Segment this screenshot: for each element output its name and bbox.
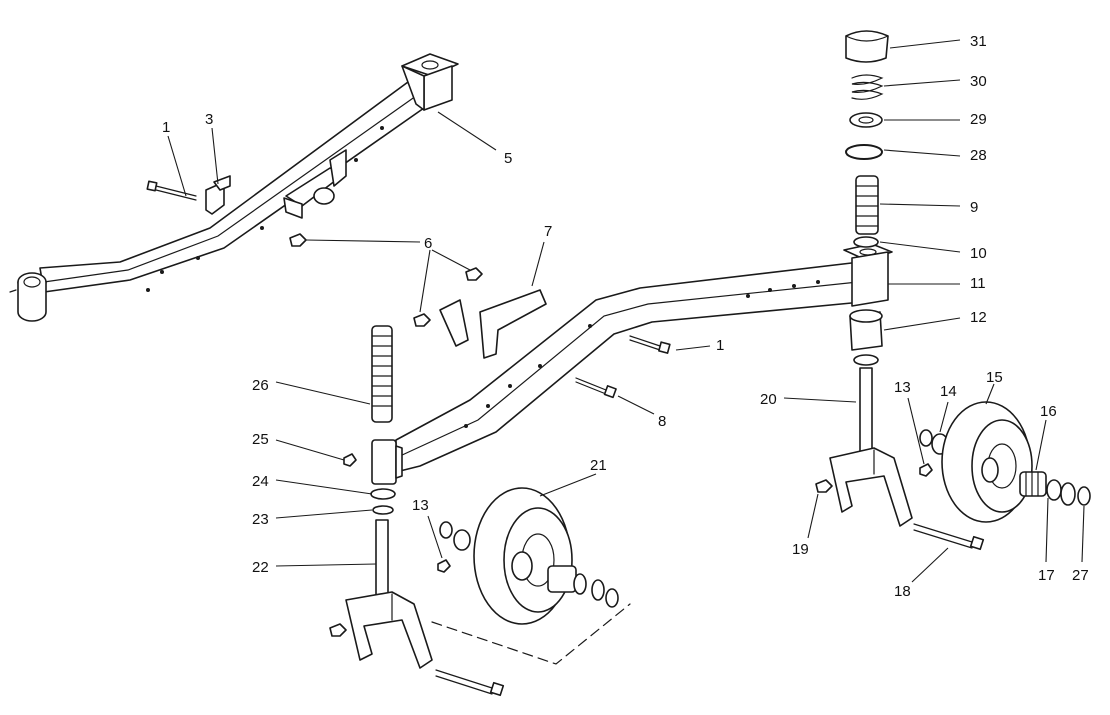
callout-23: 23 — [252, 511, 269, 528]
left-assembly-dashline — [431, 603, 631, 665]
callout-13-left: 13 — [412, 497, 429, 514]
callout-14: 14 — [940, 383, 957, 400]
front-tube-holes — [464, 280, 820, 428]
callout-11: 11 — [970, 275, 986, 292]
left-wheel-hub-parts — [439, 521, 619, 608]
washer-part-24 — [370, 488, 396, 500]
right-wheel-15 — [941, 401, 1033, 523]
callout-27: 27 — [1072, 567, 1089, 584]
callout-8: 8 — [658, 413, 666, 430]
caster-block-11 — [843, 243, 893, 307]
callout-19: 19 — [792, 541, 809, 558]
bolt-part-1-upper — [146, 180, 197, 201]
callout-20: 20 — [760, 391, 777, 408]
spacer-part-17 — [1046, 479, 1062, 501]
callout-28: 28 — [970, 147, 987, 164]
callout-18: 18 — [894, 583, 911, 600]
spacer-stack-9 — [855, 175, 879, 235]
snap-ring-28 — [845, 144, 883, 160]
nut-part-6-left — [413, 313, 431, 327]
callout-26: 26 — [252, 377, 269, 394]
callout-1-upper: 1 — [162, 119, 170, 136]
callout-24: 24 — [252, 473, 269, 490]
callout-21: 21 — [590, 457, 607, 474]
callout-labels: 1 3 5 6 7 1 8 31 30 29 28 9 10 11 12 20 … — [162, 33, 1089, 600]
nut-part-6-right — [465, 267, 483, 281]
pivot-bracket-box — [401, 53, 459, 111]
callout-22: 22 — [252, 559, 269, 576]
nut-part-6-upper — [289, 233, 307, 247]
plate-bracket-7 — [439, 289, 547, 359]
callout-1-lower: 1 — [716, 337, 724, 354]
fitting-part-25 — [343, 453, 357, 467]
left-wheel-21 — [473, 487, 573, 625]
callout-7: 7 — [544, 223, 552, 240]
left-caster-fork — [345, 591, 433, 669]
bracket-part-3 — [205, 175, 231, 215]
washer-part-10 — [853, 236, 879, 248]
callout-12: 12 — [970, 309, 987, 326]
left-axle-bolt — [435, 669, 505, 697]
leader-lines — [167, 39, 1085, 583]
right-caster-fork — [829, 447, 913, 527]
callout-29: 29 — [970, 111, 987, 128]
left-caster-sleeve — [371, 439, 403, 485]
left-spacer-stack-26 — [371, 325, 393, 423]
nut-part-19 — [815, 479, 833, 493]
callout-6: 6 — [424, 235, 432, 252]
caster-shaft-20 — [859, 367, 873, 453]
grease-fitting-13-left — [437, 559, 451, 573]
front-frame-tube — [395, 261, 863, 473]
callout-13-right: 13 — [894, 379, 911, 396]
washer-part-23 — [372, 505, 394, 515]
tube-holes — [146, 126, 384, 292]
seal-part-27a — [1060, 482, 1076, 506]
left-fork-nut — [329, 623, 347, 637]
bushing-part-12 — [849, 309, 883, 366]
spring-part-30 — [851, 74, 884, 100]
callout-25: 25 — [252, 431, 269, 448]
bolt-part-1-lower — [629, 335, 671, 354]
callout-15: 15 — [986, 369, 1003, 386]
callout-16: 16 — [1040, 403, 1057, 420]
callout-9: 9 — [970, 199, 978, 216]
cap-part-31 — [845, 30, 889, 63]
callout-10: 10 — [970, 245, 987, 262]
callout-17: 17 — [1038, 567, 1055, 584]
bolt-part-8 — [575, 377, 617, 399]
bolt-part-18 — [913, 523, 985, 551]
washer-part-27 — [1077, 486, 1091, 506]
callout-30: 30 — [970, 73, 987, 90]
callout-31: 31 — [970, 33, 987, 50]
grease-fitting-13-right — [919, 463, 933, 477]
washer-part-29 — [849, 112, 883, 128]
callout-5: 5 — [504, 150, 512, 167]
pivot-mount — [283, 149, 347, 219]
callout-3: 3 — [205, 111, 213, 128]
bearing-part-16 — [1019, 471, 1047, 497]
